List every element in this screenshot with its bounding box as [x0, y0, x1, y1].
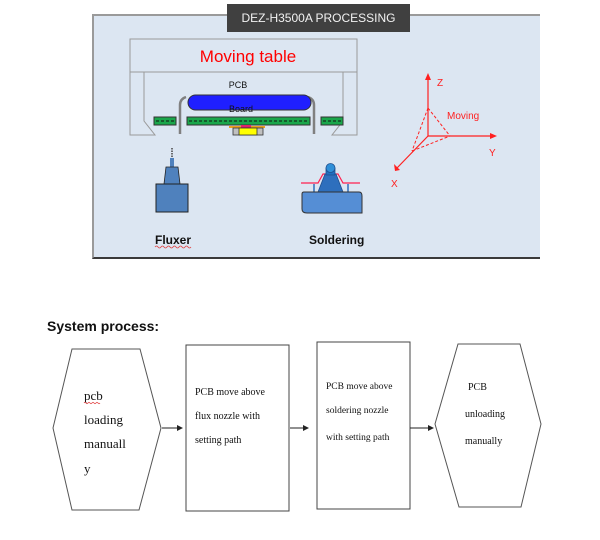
moving-table-label: Moving table — [200, 47, 296, 66]
soldering-icon: Soldering — [301, 163, 364, 247]
arrow-1 — [177, 425, 183, 431]
step-3-text: PCB move above soldering nozzle with set… — [326, 382, 395, 443]
pcb-label: PCB — [229, 80, 248, 90]
axis-z-label: Z — [437, 78, 443, 89]
board-right — [320, 116, 344, 126]
axis-diagram: Z Moving Y X — [391, 73, 497, 190]
step-1-hexagon — [52, 348, 162, 511]
fluxer-label: Fluxer — [155, 233, 191, 247]
pcb-bar — [187, 94, 312, 111]
soldering-label: Soldering — [309, 233, 364, 247]
pcb-assembly: PCB Board — [153, 80, 344, 136]
axis-x-label: X — [391, 179, 398, 190]
fluxer-icon: Fluxer — [154, 148, 191, 249]
step-4-hexagon — [434, 343, 542, 508]
process-flowchart: pcb loading manuall y PCB move above flu… — [52, 341, 542, 512]
step-4-text: PCB unloading manually — [465, 382, 508, 447]
arrow-2 — [303, 425, 309, 431]
moving-table: Moving table — [129, 38, 358, 136]
system-process-heading: System process: — [47, 318, 160, 334]
step-3-box — [316, 341, 411, 510]
board-left — [153, 116, 177, 126]
step-2-box — [185, 344, 290, 512]
step-2-text: PCB move above flux nozzle with setting … — [195, 387, 268, 446]
diagram-title: DEZ-H3500A PROCESSING — [227, 4, 410, 32]
step-1-text: pcb loading manuall y — [84, 388, 129, 476]
arrow-3 — [428, 425, 434, 431]
axis-y-label: Y — [489, 148, 496, 159]
board-label: Board — [229, 104, 253, 114]
axis-moving-label: Moving — [447, 111, 479, 122]
